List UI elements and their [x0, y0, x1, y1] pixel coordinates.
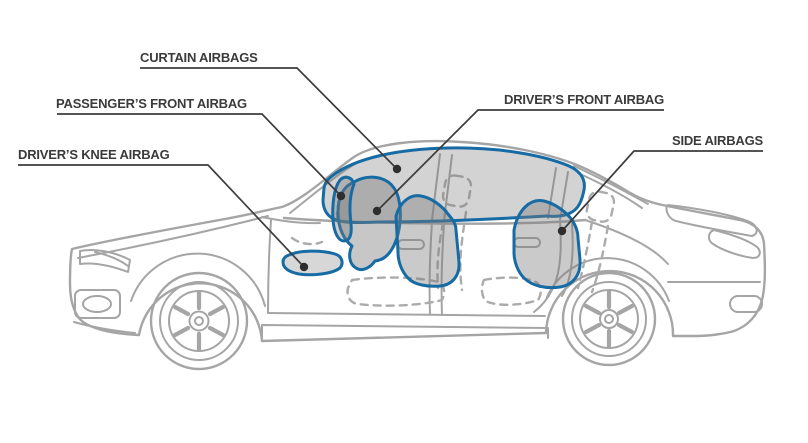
front-door-rear-seam	[428, 221, 445, 316]
callout-line	[18, 164, 305, 268]
passenger-front-airbag-shape	[331, 175, 356, 243]
taillight-lower	[708, 229, 761, 259]
callout-side-airbags: SIDE AIRBAGS	[557, 133, 764, 236]
callout-curtain-airbags: CURTAIN AIRBAGS	[140, 50, 402, 174]
callout-line	[57, 113, 342, 197]
rear-wheel	[561, 271, 657, 367]
front-bumper-crease	[73, 321, 136, 334]
callout-label: PASSENGER’S FRONT AIRBAG	[56, 96, 247, 111]
dashboard-dashed	[290, 236, 324, 246]
front-door-front-seam	[267, 219, 272, 314]
headlight	[79, 249, 131, 273]
callouts: CURTAIN AIRBAGS PASSENGER’S FRONT AIRBAG…	[18, 50, 764, 272]
front-wheel	[149, 271, 249, 371]
airbag-shapes	[281, 146, 586, 290]
callout-label: DRIVER’S FRONT AIRBAG	[504, 92, 664, 107]
callout-dot	[336, 191, 346, 201]
rear-fender-arc	[546, 257, 670, 302]
callout-dot	[392, 164, 402, 174]
rear-headrest-dashed	[585, 190, 616, 223]
callout-line	[561, 150, 763, 232]
car-line-art	[68, 139, 767, 371]
callout-label: CURTAIN AIRBAGS	[140, 50, 258, 65]
callout-driver-knee-airbag: DRIVER’S KNEE AIRBAG	[18, 147, 309, 272]
callout-driver-front-airbag: DRIVER’S FRONT AIRBAG	[372, 92, 664, 216]
driver-knee-airbag-shape	[281, 249, 344, 277]
front-fender-arc	[130, 252, 266, 307]
front-headrest-dashed	[441, 174, 473, 208]
callout-passenger-front-airbag: PASSENGER’S FRONT AIRBAG	[56, 96, 346, 201]
callout-label: DRIVER’S KNEE AIRBAG	[18, 147, 170, 162]
rear-door-rear-seam	[533, 221, 574, 313]
fog-lamp	[82, 295, 112, 313]
rear-shoulder-line	[584, 219, 669, 265]
fog-lamp-box	[74, 289, 121, 319]
front-seat-cushion-dashed	[346, 276, 446, 307]
rear-reflector	[729, 295, 763, 313]
hood-seam-line	[77, 215, 269, 259]
driver-front-airbag-shape	[336, 175, 402, 272]
callout-dot	[557, 226, 567, 236]
callout-dot	[372, 206, 382, 216]
rear-window-lines	[573, 165, 649, 209]
c-pillar	[547, 167, 569, 221]
curtain-airbag-shape	[321, 146, 586, 225]
door-bottom-line	[267, 312, 546, 317]
rear-seatback-dashed	[576, 220, 610, 294]
callout-label: SIDE AIRBAGS	[672, 133, 764, 148]
cowl-line	[261, 216, 321, 225]
sill-lines	[261, 324, 549, 339]
front-side-airbag-shape	[394, 194, 461, 288]
callout-line	[140, 67, 398, 170]
beltline	[282, 216, 587, 225]
rear-side-airbag-shape	[512, 199, 582, 290]
callout-dot	[299, 262, 309, 272]
taillight	[665, 204, 758, 237]
callout-line	[376, 109, 664, 212]
